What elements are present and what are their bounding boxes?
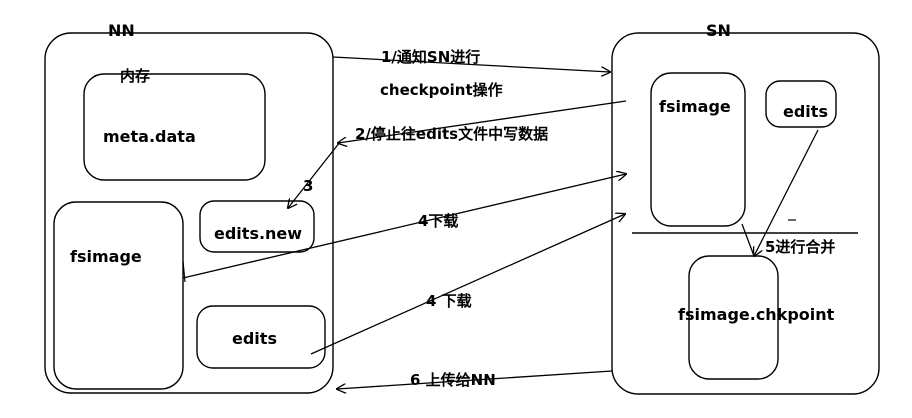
step2-label: 2/停止往edits文件中写数据 — [355, 125, 548, 143]
step3-label: 3 — [303, 177, 313, 195]
sn-container — [611, 32, 880, 395]
nn-fsimage-label: fsimage — [70, 247, 142, 266]
step6-label: 6 上传给NN — [410, 371, 496, 389]
step4a-arrow — [182, 174, 626, 279]
nn-edits-label: edits — [232, 329, 277, 348]
step4b-arrow — [310, 214, 625, 355]
edits-new-box — [199, 200, 315, 253]
step4b-label: 4 下载 — [426, 292, 472, 310]
fsimage-chkpoint-box — [688, 255, 779, 380]
step2-arrow — [338, 100, 627, 143]
step5-label: 5进行合并 — [765, 238, 835, 256]
fsimage-chkpoint-label: fsimage.chkpoint — [678, 305, 835, 324]
meta-data-label: meta.data — [103, 127, 196, 146]
step1-arrow — [332, 56, 610, 72]
step1-label-line1: 1/通知SN进行 — [381, 48, 480, 66]
nn-container — [44, 32, 334, 394]
memory-label: 内存 — [120, 67, 150, 85]
sn-fsimage-label: fsimage — [659, 97, 731, 116]
meta-data-box — [83, 73, 266, 181]
step5-arrow-fsimage — [741, 223, 755, 257]
step3-arrow — [288, 141, 341, 208]
edits-new-label: edits.new — [214, 224, 302, 243]
sn-fsimage-box — [650, 72, 746, 227]
nn-fsimage-box — [53, 201, 184, 390]
sn-edits-label: edits — [783, 102, 828, 121]
nn-fsimage-tick — [182, 260, 186, 283]
step6-arrow — [337, 370, 613, 389]
nn-label: NN — [108, 21, 135, 40]
sn-label: SN — [706, 21, 731, 40]
step1-label-line2: checkpoint操作 — [380, 81, 503, 99]
step5-arrow-edits — [754, 129, 819, 256]
step4a-label: 4下载 — [418, 212, 458, 230]
nn-edits-box — [196, 305, 326, 369]
sn-edits-box — [765, 80, 837, 128]
